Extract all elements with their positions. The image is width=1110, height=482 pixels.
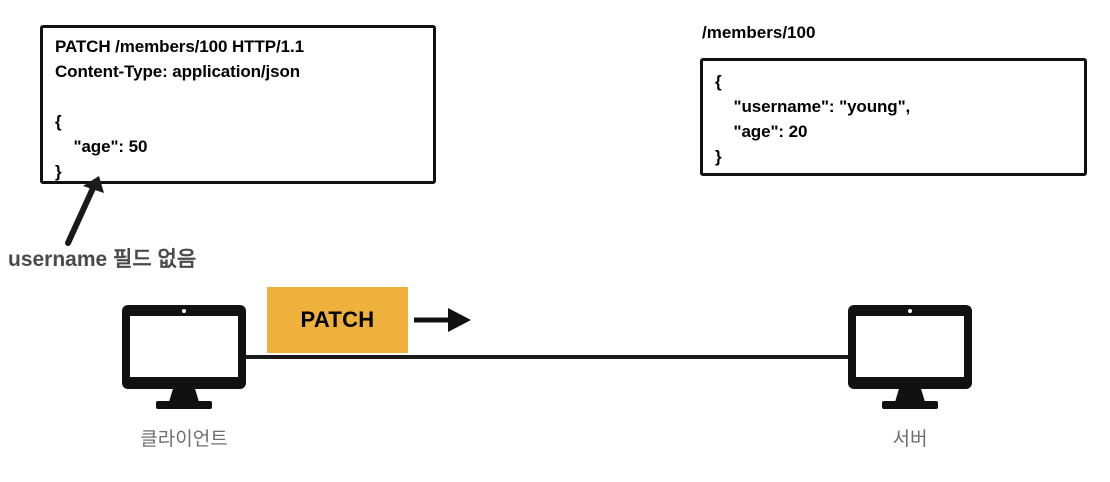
annotation-arrow-icon (65, 176, 104, 246)
server-monitor-icon (848, 305, 972, 409)
server-resource-text: { "username": "young", "age": 20 } (715, 72, 911, 166)
monitor-screen (856, 316, 964, 377)
patch-method-chip: PATCH (267, 287, 408, 353)
http-request-text: PATCH /members/100 HTTP/1.1 Content-Type… (55, 37, 304, 181)
monitor-screen (130, 316, 238, 377)
server-resource-box: { "username": "young", "age": 20 } (700, 58, 1087, 176)
resource-path-label: /members/100 (702, 23, 816, 42)
server-node-label: 서버 (892, 429, 928, 450)
monitor-stand-neck (169, 388, 199, 402)
monitor-bezel (848, 305, 972, 389)
monitor-camera-dot (182, 309, 186, 313)
request-direction-arrow-icon (414, 308, 471, 332)
client-monitor-icon (122, 305, 246, 409)
monitor-stand-base (882, 401, 938, 409)
http-request-box: PATCH /members/100 HTTP/1.1 Content-Type… (40, 25, 436, 184)
client-node-label: 클라이언트 (140, 429, 228, 450)
monitor-camera-dot (908, 309, 912, 313)
patch-method-chip-label: PATCH (300, 307, 375, 332)
missing-field-annotation: username 필드 없음 (8, 248, 197, 271)
monitor-stand-neck (895, 388, 925, 402)
monitor-bezel (122, 305, 246, 389)
monitor-stand-base (156, 401, 212, 409)
